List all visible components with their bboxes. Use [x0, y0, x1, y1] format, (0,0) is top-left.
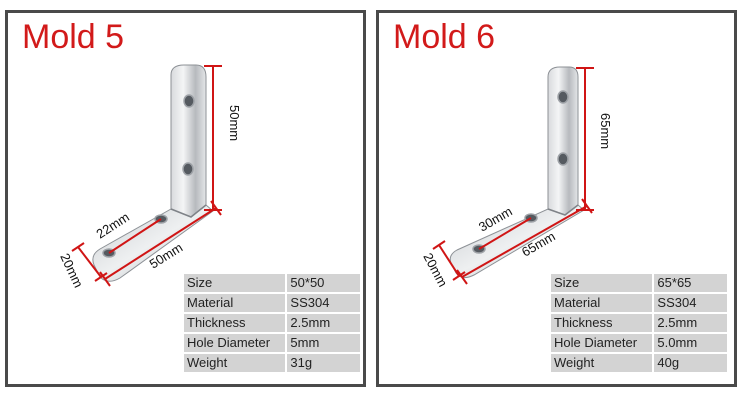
table-row: Material SS304	[184, 294, 360, 312]
spec-label: Thickness	[551, 314, 653, 332]
bracket-diagram: 65mm 30mm 65mm 20mm	[420, 66, 613, 289]
table-row: Thickness 2.5mm	[184, 314, 360, 332]
table-row: Material SS304	[551, 294, 727, 312]
spec-value: 2.5mm	[654, 314, 727, 332]
table-row: Weight 40g	[551, 354, 727, 372]
spec-value: 2.5mm	[287, 314, 360, 332]
table-row: Hole Diameter 5mm	[184, 334, 360, 352]
mold-title: Mold 5	[22, 18, 125, 56]
spec-value: 65*65	[654, 274, 727, 292]
table-row: Size 65*65	[551, 274, 727, 292]
spec-value: SS304	[287, 294, 360, 312]
spec-label: Material	[184, 294, 286, 312]
dimension-height-label: 65mm	[598, 113, 613, 149]
dimension-height-label: 50mm	[227, 105, 242, 141]
spec-label: Hole Diameter	[551, 334, 653, 352]
dimension-width-label: 20mm	[57, 251, 86, 290]
spec-label: Thickness	[184, 314, 286, 332]
spec-table: Size 65*65 Material SS304 Thickness 2.5m…	[549, 272, 729, 374]
spec-label: Material	[551, 294, 653, 312]
bracket-diagram: 50mm 22mm 50mm 20mm	[57, 64, 242, 290]
table-row: Thickness 2.5mm	[551, 314, 727, 332]
dimension-lines	[432, 67, 594, 285]
spec-value: 40g	[654, 354, 727, 372]
table-row: Weight 31g	[184, 354, 360, 372]
spec-value: 5.0mm	[654, 334, 727, 352]
product-panel-mold-5: Mold 5	[5, 10, 366, 387]
table-row: Hole Diameter 5.0mm	[551, 334, 727, 352]
product-panel-mold-6: Mold 6	[376, 10, 737, 387]
table-row: Size 50*50	[184, 274, 360, 292]
spec-table: Size 50*50 Material SS304 Thickness 2.5m…	[182, 272, 362, 374]
spec-label: Size	[184, 274, 286, 292]
spec-value: 5mm	[287, 334, 360, 352]
spec-label: Size	[551, 274, 653, 292]
dimension-lines	[71, 65, 222, 287]
spec-label: Weight	[551, 354, 653, 372]
spec-value: SS304	[654, 294, 727, 312]
mold-title: Mold 6	[393, 18, 496, 56]
bracket-image	[92, 64, 214, 282]
spec-value: 31g	[287, 354, 360, 372]
bracket-image	[449, 66, 585, 279]
spec-label: Weight	[184, 354, 286, 372]
spec-value: 50*50	[287, 274, 360, 292]
spec-label: Hole Diameter	[184, 334, 286, 352]
